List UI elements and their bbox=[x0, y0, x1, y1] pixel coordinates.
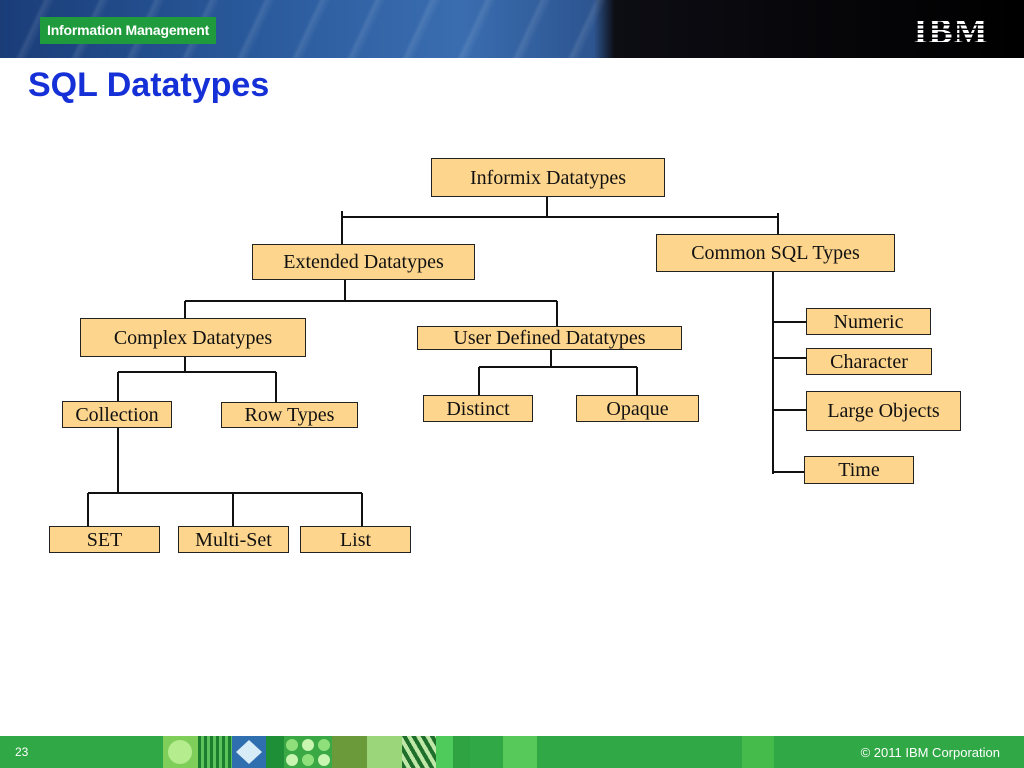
footer-decor-tile bbox=[266, 736, 284, 768]
slide-title: SQL Datatypes bbox=[28, 66, 270, 104]
footer-dots-icon bbox=[284, 736, 332, 768]
information-management-badge: Information Management bbox=[40, 17, 217, 44]
footer-decor-tile bbox=[742, 736, 774, 768]
node-informix-datatypes: Informix Datatypes bbox=[431, 158, 665, 197]
svg-text:IBM: IBM bbox=[914, 12, 989, 48]
node-common-sql-types: Common SQL Types bbox=[656, 234, 895, 272]
footer-decor-tile bbox=[402, 736, 436, 768]
node-extended-datatypes: Extended Datatypes bbox=[252, 244, 475, 280]
header-banner: Information Management IBM bbox=[0, 0, 1024, 58]
footer-circle-icon bbox=[168, 740, 192, 764]
ibm-logo: IBM bbox=[914, 12, 989, 48]
footer-decor-tile bbox=[198, 736, 232, 768]
footer-decor-tile bbox=[503, 736, 537, 768]
node-distinct: Distinct bbox=[423, 395, 533, 422]
node-numeric: Numeric bbox=[806, 308, 931, 335]
footer-decor-tile bbox=[436, 736, 470, 768]
node-list: List bbox=[300, 526, 411, 553]
page-number: 23 bbox=[15, 745, 29, 759]
node-character: Character bbox=[806, 348, 932, 375]
node-complex-datatypes: Complex Datatypes bbox=[80, 318, 306, 357]
node-time: Time bbox=[804, 456, 914, 484]
node-row-types: Row Types bbox=[221, 402, 358, 428]
node-multi-set: Multi-Set bbox=[178, 526, 289, 553]
footer-bar: 23 © 2011 IBM Corporation bbox=[0, 736, 1024, 768]
footer-decor-tile bbox=[367, 736, 402, 768]
footer-diamond-icon bbox=[236, 740, 262, 764]
node-large-objects: Large Objects bbox=[806, 391, 961, 431]
node-opaque: Opaque bbox=[576, 395, 699, 422]
footer-decor-tile bbox=[332, 736, 367, 768]
copyright-text: © 2011 IBM Corporation bbox=[860, 745, 1000, 760]
node-set: SET bbox=[49, 526, 160, 553]
node-collection: Collection bbox=[62, 401, 172, 428]
node-user-defined-datatypes: User Defined Datatypes bbox=[417, 326, 682, 350]
